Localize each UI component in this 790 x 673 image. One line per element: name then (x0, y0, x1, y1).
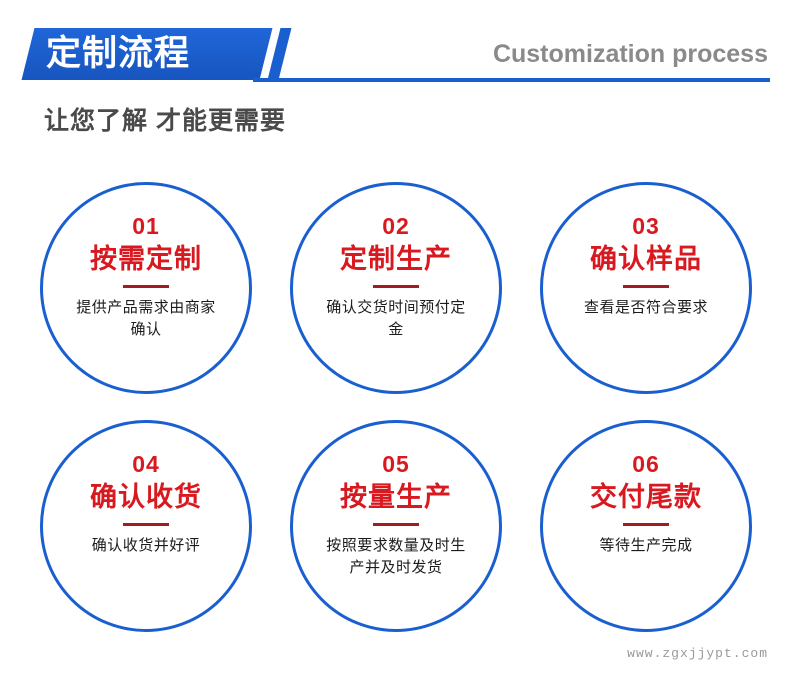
process-step-02: 02 定制生产 确认交货时间预付定金 (290, 182, 502, 394)
step-number: 04 (132, 451, 160, 477)
header-divider-rule (253, 78, 770, 82)
step-description: 提供产品需求由商家确认 (76, 299, 216, 338)
step-title: 按需定制 (90, 244, 202, 274)
step-title: 按量生产 (340, 482, 452, 512)
step-description: 确认交货时间预付定金 (326, 299, 466, 338)
step-title: 确认样品 (590, 244, 702, 274)
process-step-03: 03 确认样品 查看是否符合要求 (540, 182, 752, 394)
step-number: 03 (632, 213, 660, 239)
header-english-title: Customization process (492, 40, 768, 68)
step-number: 06 (632, 451, 660, 477)
page-title: 定制流程 (46, 34, 191, 73)
step-description: 查看是否符合要求 (583, 299, 708, 316)
step-divider (123, 523, 169, 526)
page-header: 定制流程 Customization process (0, 0, 790, 95)
process-step-01: 01 按需定制 提供产品需求由商家确认 (40, 182, 252, 394)
step-number: 01 (132, 213, 160, 239)
step-description: 等待生产完成 (599, 537, 693, 554)
process-steps-grid: 01 按需定制 提供产品需求由商家确认 02 定制生产 确认交货时间预付定金 0… (0, 170, 790, 650)
step-divider (623, 285, 669, 288)
step-number: 05 (382, 451, 410, 477)
step-title: 确认收货 (90, 482, 202, 512)
process-step-06: 06 交付尾款 等待生产完成 (540, 420, 752, 632)
step-divider (373, 523, 419, 526)
page-subtitle: 让您了解 才能更需要 (44, 107, 286, 135)
site-watermark: www.zgxjjypt.com (627, 646, 768, 661)
step-description: 确认收货并好评 (91, 537, 201, 554)
process-step-04: 04 确认收货 确认收货并好评 (40, 420, 252, 632)
step-title: 定制生产 (340, 244, 452, 274)
step-description: 按照要求数量及时生产并及时发货 (326, 537, 466, 576)
step-number: 02 (382, 213, 410, 239)
banner-slash-accent (267, 28, 292, 80)
process-step-05: 05 按量生产 按照要求数量及时生产并及时发货 (290, 420, 502, 632)
step-divider (623, 523, 669, 526)
step-divider (123, 285, 169, 288)
step-title: 交付尾款 (590, 482, 702, 512)
step-divider (373, 285, 419, 288)
